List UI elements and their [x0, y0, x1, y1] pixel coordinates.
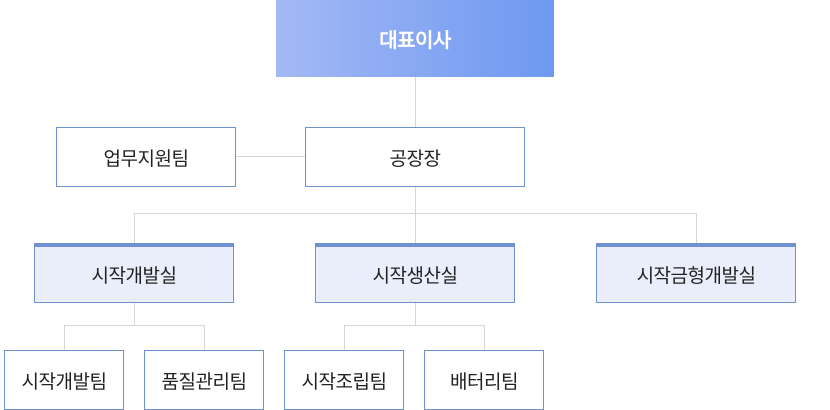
- team-quality-control: 품질관리팀: [144, 350, 264, 410]
- connector-dept1: [134, 213, 135, 243]
- connector-dept1-teams-horizontal: [64, 325, 205, 326]
- factory-head-box: 공장장: [305, 127, 525, 187]
- connector-dept2-teams-horizontal: [344, 325, 485, 326]
- connector-support-to-factory: [236, 156, 306, 157]
- connector-team3: [344, 325, 345, 350]
- department-prototype-mold-development: 시작금형개발실: [596, 243, 796, 303]
- connector-dept3: [696, 213, 697, 243]
- team-prototype-assembly: 시작조립팀: [284, 350, 404, 410]
- connector-factory-down: [415, 186, 416, 214]
- connector-ceo-to-factory: [415, 77, 416, 127]
- connector-team2: [204, 325, 205, 350]
- team-battery: 배터리팀: [424, 350, 544, 410]
- ceo-box: 대표이사: [276, 0, 554, 77]
- connector-dept2: [415, 213, 416, 243]
- connector-dept2-down: [415, 302, 416, 326]
- connector-team4: [484, 325, 485, 350]
- connector-team1: [64, 325, 65, 350]
- department-prototype-development: 시작개발실: [34, 243, 234, 303]
- support-team-box: 업무지원팀: [56, 127, 236, 187]
- connector-dept1-down: [134, 302, 135, 326]
- department-prototype-production: 시작생산실: [315, 243, 515, 303]
- team-prototype-development: 시작개발팀: [4, 350, 124, 410]
